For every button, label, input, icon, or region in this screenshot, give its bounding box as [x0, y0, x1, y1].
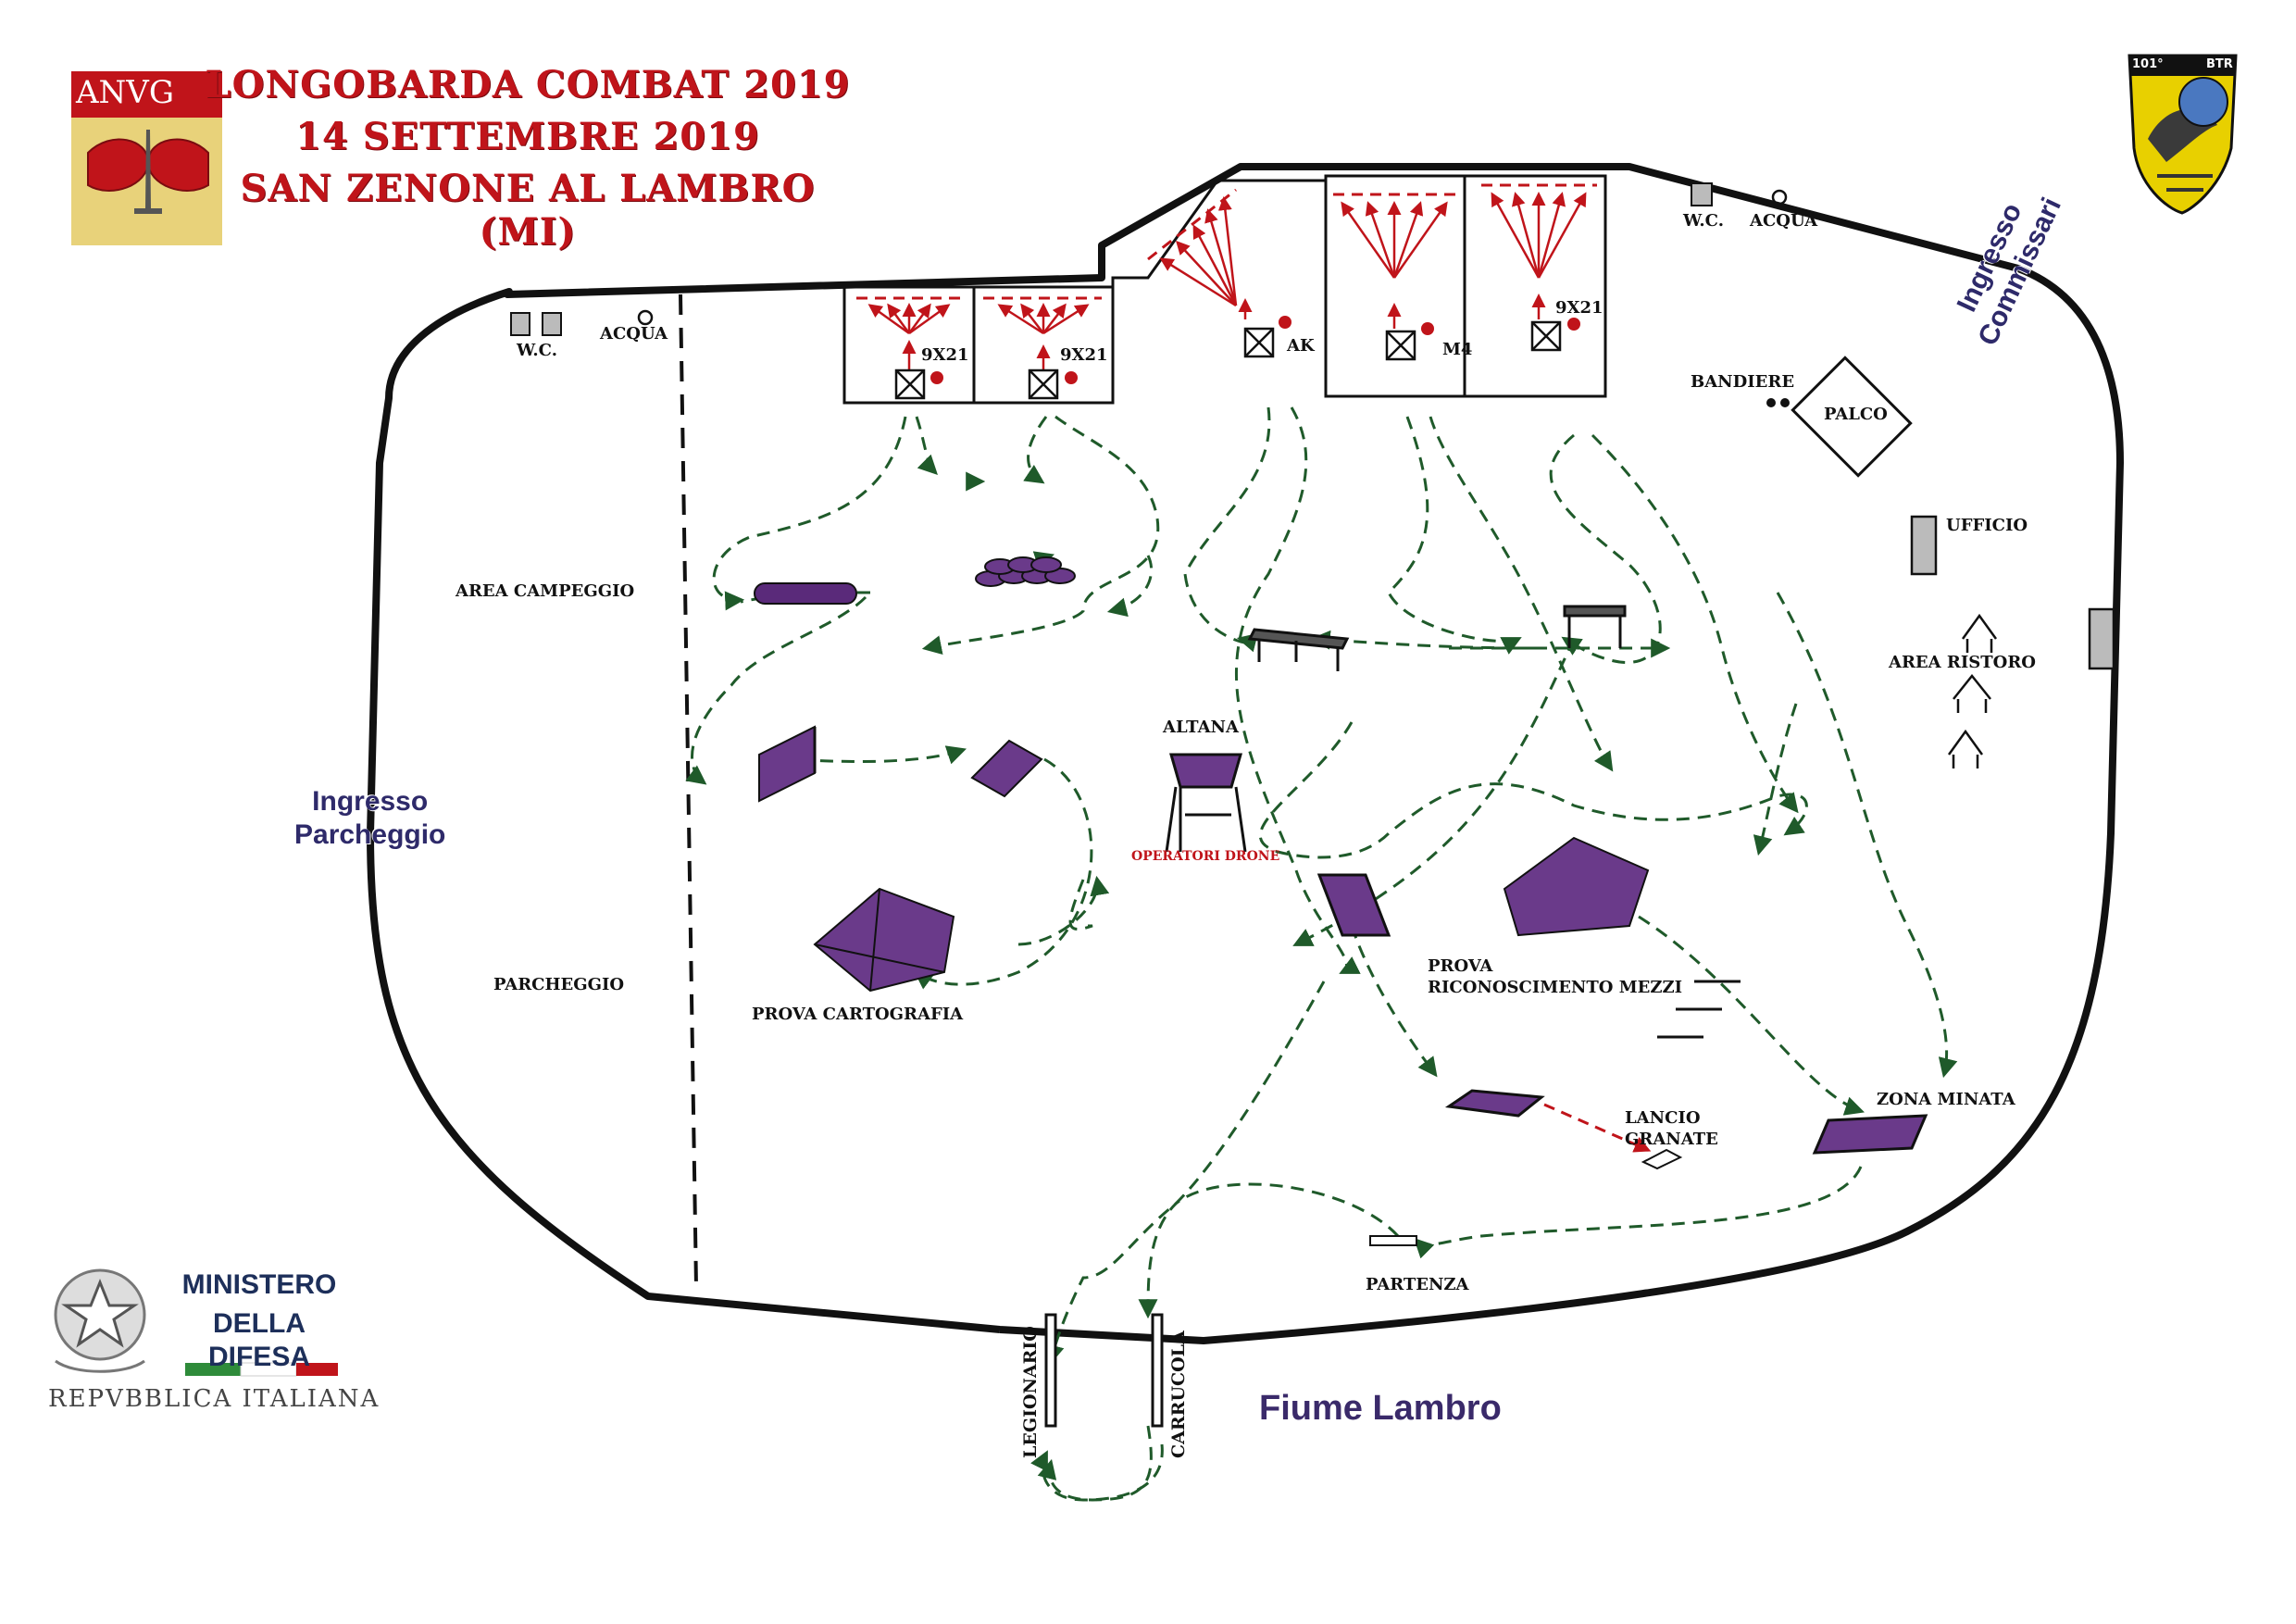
wc-left-label: W.C.: [517, 341, 557, 360]
badge-101-label: 101°: [2132, 57, 2164, 71]
obstacle-ramp: [970, 739, 1043, 798]
area-campeggio-label: AREA CAMPEGGIO: [455, 581, 635, 601]
fiume-lambro-label: Fiume Lambro: [1259, 1389, 1502, 1428]
obstacle-steps: [1657, 980, 1741, 1039]
office-icon: [1910, 515, 1938, 576]
carrucola-label: CARRUCOLA: [1168, 1330, 1189, 1458]
anvg-logo: [71, 71, 222, 245]
altana-label: ALTANA: [1163, 718, 1239, 737]
italian-flag-stripe: [185, 1362, 338, 1377]
tent-riconoscimento: [1503, 836, 1650, 937]
range-1-label: 9X21: [921, 345, 969, 365]
campsite-divider: [679, 294, 698, 1288]
ministero-label: MINISTERO DELLA DIFESA: [171, 1268, 347, 1374]
minefield: [1812, 1114, 1928, 1155]
bottom-gates: [1044, 1313, 1164, 1428]
ministero-line-1: MINISTERO: [181, 1269, 337, 1300]
grenade-target: [1641, 1148, 1683, 1170]
range-3-label: AK: [1287, 336, 1315, 356]
republic-emblem: [54, 1268, 146, 1373]
tent-cartografia: [813, 887, 955, 993]
bottom-loop-route: [1030, 1443, 1164, 1502]
lancio-granate-label-1: LANCIO: [1625, 1108, 1701, 1128]
bandiere-label: BANDIERE: [1691, 372, 1795, 392]
wc-right-label: W.C.: [1683, 211, 1724, 231]
area-ristoro-label: AREA RISTORO: [1889, 653, 2036, 672]
prova-cartografia-label: PROVA CARTOGRAFIA: [752, 1005, 964, 1024]
range-4-label: M4: [1442, 340, 1473, 359]
zona-minata-label: ZONA MINATA: [1877, 1090, 2015, 1109]
gazebo-icons: [1947, 613, 1998, 768]
badge-btr-label: BTR: [2206, 57, 2233, 71]
range-2-label: 9X21: [1060, 345, 1108, 365]
anvg-logo-text: ANVG: [76, 74, 175, 111]
site-boundary: [367, 163, 2124, 1344]
obstacle-wall: [758, 725, 817, 803]
water-left-icon: [637, 309, 654, 326]
shooting-ranges: [842, 174, 1607, 405]
prova-riconoscimento-label-2: RICONOSCIMENTO MEZZI: [1428, 978, 1683, 997]
range-fan-arrows: [867, 192, 1587, 370]
range-firing-positions: [894, 320, 1562, 400]
grenade-throw-line: [1543, 1103, 1652, 1153]
acqua-left-label: ACQUA: [600, 324, 668, 344]
ufficio-label: UFFICIO: [1946, 516, 2028, 535]
wc-right-icon: [1691, 182, 1713, 206]
obstacle-frame: [1316, 873, 1391, 937]
range-5-label: 9X21: [1555, 298, 1603, 318]
flags-icon: [1766, 398, 1790, 407]
obstacle-tube: [754, 582, 857, 605]
refreshment-icon: [2088, 607, 2115, 670]
title-line-2: 14 SETTEMBRE 2019: [295, 115, 760, 158]
acqua-right-label: ACQUA: [1750, 211, 1818, 231]
parcheggio-label: PARCHEGGIO: [493, 975, 625, 994]
wc-left-icon: [510, 312, 562, 336]
repubblica-label: REPVBBLICA ITALIANA: [48, 1385, 381, 1413]
title-line-3: SAN ZENONE AL LAMBRO (MI): [240, 167, 816, 254]
range-red-markers: [930, 316, 1580, 384]
start-marker: [1369, 1235, 1417, 1246]
watchtower: [1165, 753, 1247, 853]
water-right-icon: [1771, 189, 1788, 206]
legionario-label: LEGIONARIO: [1020, 1326, 1041, 1458]
title-line-1: LONGOBARDA COMBAT 2019: [205, 63, 851, 106]
palco-label: PALCO: [1824, 405, 1888, 424]
ingresso-parcheggio-line-1: Ingresso: [312, 786, 429, 817]
grenade-pit: [1444, 1089, 1545, 1118]
operatori-drone-label: OPERATORI DRONE: [1131, 849, 1280, 864]
stage-icon: [1791, 356, 1913, 478]
obstacle-tables: [1247, 605, 1627, 671]
obstacle-tires: [975, 556, 1076, 587]
prova-riconoscimento-label-1: PROVA: [1428, 956, 1493, 976]
lancio-granate-label-2: GRANATE: [1625, 1130, 1718, 1149]
ministero-line-2: DELLA DIFESA: [207, 1308, 310, 1372]
partenza-label: PARTENZA: [1366, 1275, 1469, 1294]
ingresso-parcheggio-line-2: Parcheggio: [294, 819, 446, 850]
ingresso-parcheggio-label: Ingresso Parcheggio: [294, 785, 445, 852]
battalion-badge: [2128, 54, 2238, 215]
